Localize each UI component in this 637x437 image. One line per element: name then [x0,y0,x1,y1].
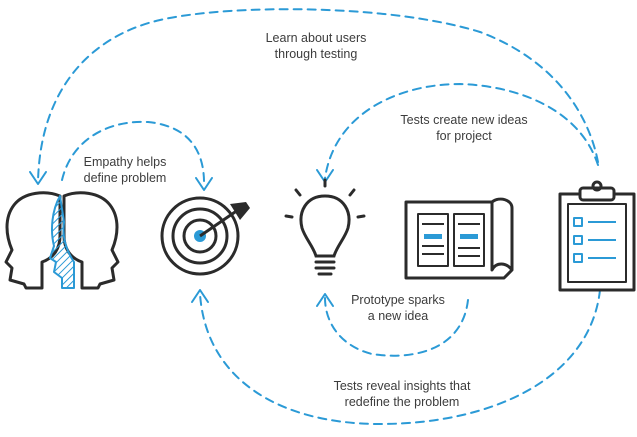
heads-icon [4,191,120,290]
arrow-empathy-define [61,120,206,187]
arrowhead-icon [195,177,213,191]
label-tests-create-ideas-line2: for project [436,129,492,143]
label-tests-reveal-line2: redefine the problem [345,395,460,409]
label-prototype-sparks-line2: a new idea [368,309,429,323]
label-empathy-line2: define problem [84,171,167,185]
label-tests-create-ideas: Tests create new ideas [400,113,527,127]
arrow-tests-create-ideas [324,82,599,179]
label-tests-reveal: Tests reveal insights that [334,379,471,393]
arrowhead-icon [316,293,334,307]
lightbulb-icon [284,178,366,276]
blueprint-icon [404,197,514,280]
target-icon [160,196,250,276]
arrowhead-icon [29,171,47,185]
label-empathy: Empathy helps [84,155,167,169]
label-learn-about-users: Learn about users [266,31,367,45]
label-learn-about-users-line2: through testing [275,47,358,61]
arrow-learn-about-users [37,8,599,183]
arrowhead-icon [191,289,209,303]
label-prototype-sparks: Prototype sparks [351,293,445,307]
clipboard-icon [558,180,636,292]
arrow-tests-reveal [199,289,601,426]
